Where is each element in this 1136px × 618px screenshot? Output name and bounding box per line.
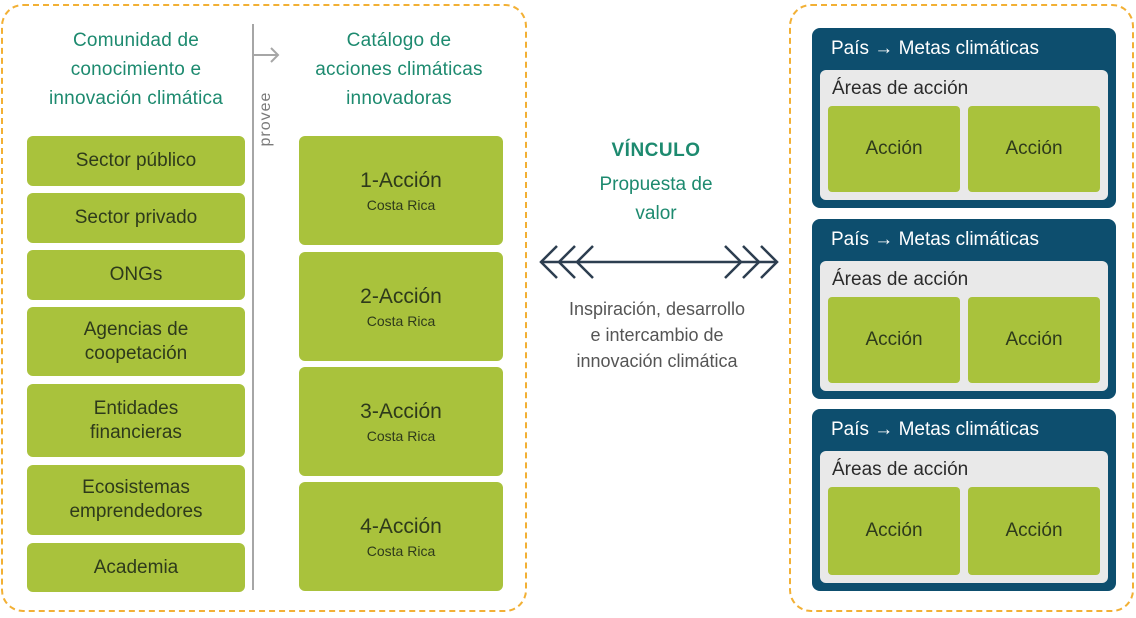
catalog-heading-line: Catálogo de [346,30,452,51]
stakeholder-box: Ecosistemas emprendedores [27,465,245,535]
stakeholder-label: coopetación [84,342,188,364]
stakeholder-box: Sector público [27,136,245,186]
catalog-action-box: 1-Acción Costa Rica [299,136,503,245]
community-heading-line: Comunidad de [73,30,199,51]
catalog-action-box: 4-Acción Costa Rica [299,482,503,591]
catalog-action-box: 3-Acción Costa Rica [299,367,503,476]
stakeholder-label: Sector privado [74,207,198,228]
country-action-box: Acción [968,106,1100,192]
link-title: VÍNCULO [611,140,701,161]
catalog-action-subtitle: Costa Rica [366,427,436,444]
provides-arrow-icon [252,47,280,63]
catalog-action-box: 2-Acción Costa Rica [299,252,503,361]
community-heading-line: innovación climática [48,88,224,109]
country-action-box: Acción [968,297,1100,383]
provides-divider [252,24,254,590]
provides-label: provee [257,91,274,147]
stakeholder-box: Sector privado [27,193,245,243]
action-area-box: Áreas de acción Acción Acción [820,70,1108,200]
right-frame [789,4,1134,612]
country-panel: País → Metas climáticas Áreas de acción … [812,219,1116,399]
stakeholder-box: Academia [27,543,245,592]
stakeholder-label: Entidades [93,397,179,419]
community-heading-line: conocimiento e [70,59,202,80]
stakeholder-box: Agencias de coopetación [27,307,245,376]
link-description: Inspiración, desarrollo e intercambio de… [537,296,777,374]
catalog-action-subtitle: Costa Rica [366,312,436,329]
link-description-line: innovación climática [576,351,738,371]
country-action-box: Acción [828,487,960,575]
action-area-title: Áreas de acción [832,269,969,290]
catalog-heading-line: acciones climáticas [315,59,483,80]
community-heading: Comunidad de conocimiento e innovación c… [20,26,252,113]
stakeholder-box: ONGs [27,250,245,300]
stakeholder-label: Agencias de [83,318,189,340]
action-area-box: Áreas de acción Acción Acción [820,261,1108,391]
country-panel: País → Metas climáticas Áreas de acción … [812,28,1116,208]
link-description-line: Inspiración, desarrollo [568,299,746,319]
action-area-title: Áreas de acción [832,78,969,99]
stakeholder-label: Sector público [75,150,197,171]
catalog-action-subtitle: Costa Rica [366,196,436,213]
catalog-heading-line: innovadoras [346,88,452,109]
stakeholder-label: financieras [90,421,182,443]
bidirectional-arrow-icon [539,245,779,279]
country-title: País → Metas climáticas [831,419,1039,440]
catalog-heading: Catálogo de acciones climáticas innovado… [292,26,506,113]
country-panel: País → Metas climáticas Áreas de acción … [812,409,1116,591]
stakeholder-box: Entidades financieras [27,384,245,457]
country-action-box: Acción [828,297,960,383]
country-title: País → Metas climáticas [831,229,1039,250]
stakeholder-label: Academia [93,556,179,578]
link-subtitle: Propuesta de valor [556,170,756,228]
catalog-action-title: 4-Acción [360,514,442,538]
action-area-box: Áreas de acción Acción Acción [820,451,1108,583]
stakeholder-label: ONGs [109,264,163,285]
link-subtitle-line: valor [635,203,677,224]
link-subtitle-line: Propuesta de [599,174,713,195]
country-action-box: Acción [828,106,960,192]
catalog-action-subtitle: Costa Rica [366,542,436,559]
catalog-action-title: 3-Acción [360,399,442,423]
stakeholder-label: Ecosistemas [82,477,190,498]
country-action-box: Acción [968,487,1100,575]
link-description-line: e intercambio de [590,325,724,345]
left-frame [1,4,527,612]
catalog-action-title: 2-Acción [360,284,442,308]
action-area-title: Áreas de acción [832,459,969,480]
catalog-action-title: 1-Acción [360,168,442,192]
stakeholder-label: emprendedores [69,501,203,522]
country-title: País → Metas climáticas [831,38,1039,59]
